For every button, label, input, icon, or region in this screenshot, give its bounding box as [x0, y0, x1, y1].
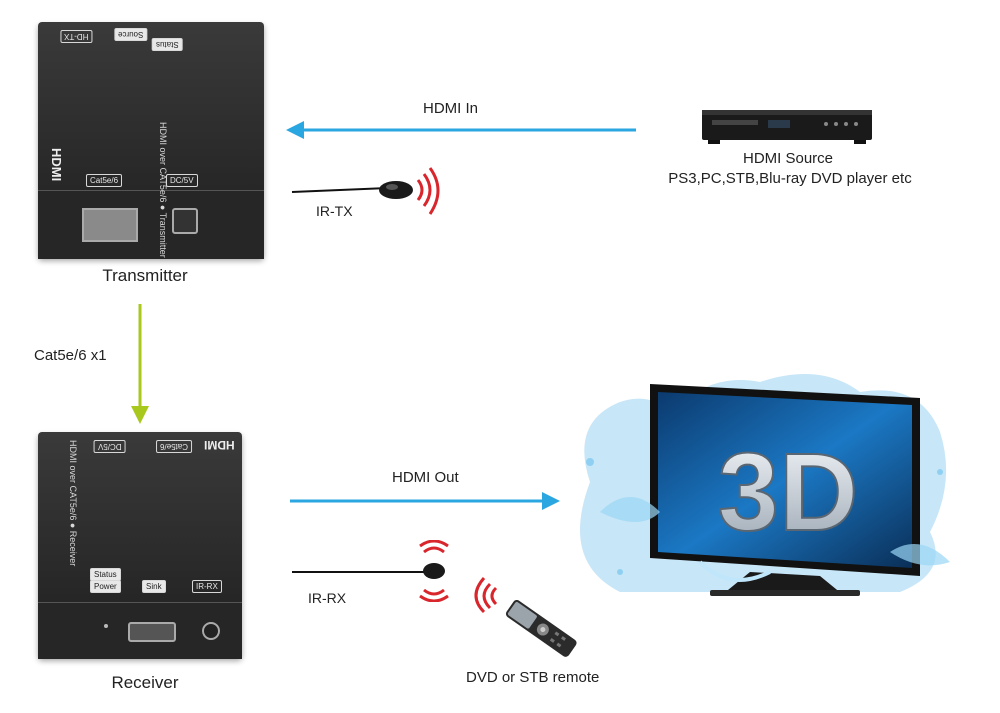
tv-3d-text: 3D — [718, 431, 859, 554]
tv-3d-image: 3D — [580, 374, 950, 596]
hdmi-in-arrow — [286, 121, 636, 139]
receiver-led — [104, 624, 108, 628]
ir-rx-label: IR-RX — [308, 590, 347, 606]
transmitter-port-dc-label: DC/5V — [166, 174, 198, 187]
receiver-tag-cat: Cat5e/6 — [156, 440, 193, 453]
ir-tx-cable — [291, 187, 389, 193]
receiver-device: DC/5V Cat5e/6 HDMI HDMI over CAT5e/6 ● R… — [38, 432, 242, 659]
transmitter-side-text: HDMI over CAT5e/6 ● Transmitter — [158, 122, 168, 258]
transmitter-tag-status: Status — [152, 38, 183, 51]
transmitter-device: HD-TX Source Status HDMI over CAT5e/6 ● … — [38, 22, 264, 259]
transmitter-label: Transmitter — [102, 266, 188, 285]
hdmi-out-label: HDMI Out — [392, 469, 459, 486]
receiver-ir-jack — [202, 622, 220, 640]
ir-rx-cable — [292, 571, 426, 573]
transmitter-front-panel — [38, 190, 264, 259]
transmitter-tag-hdtx: HD-TX — [60, 30, 93, 43]
receiver-tag-power: Power — [90, 580, 121, 593]
hdmi-source-title: HDMI Source — [742, 150, 834, 167]
receiver-hdmi-logo: HDMI — [204, 438, 235, 452]
hdmi-source-desc: PS3,PC,STB,Blu-ray DVD player etc — [668, 170, 912, 187]
receiver-hdmi-port — [128, 622, 176, 642]
transmitter-tag-source: Source — [114, 28, 148, 41]
hdmi-in-label: HDMI In — [423, 100, 479, 117]
dvd-player-icon — [702, 110, 872, 144]
receiver-tag-irrx: IR-RX — [192, 580, 222, 593]
receiver-tag-sink: Sink — [142, 580, 166, 593]
ir-tx-emitter-icon — [379, 167, 440, 215]
receiver-tag-dc: DC/5V — [94, 440, 126, 453]
remote-control-icon — [505, 599, 577, 657]
ir-rx-receiver-icon — [419, 540, 449, 602]
ir-tx-label: IR-TX — [316, 203, 353, 219]
receiver-side-text: HDMI over CAT5e/6 ● Receiver — [68, 440, 78, 567]
transmitter-hdmi-logo: HDMI — [49, 148, 64, 182]
remote-waves-icon — [474, 577, 498, 614]
cat-cable-arrow — [131, 304, 149, 424]
remote-label: DVD or STB remote — [466, 669, 600, 686]
transmitter-dc-port — [172, 208, 198, 234]
cat-cable-label: Cat5e/6 x1 — [34, 347, 107, 364]
transmitter-port-cat-label: Cat5e/6 — [86, 174, 123, 187]
receiver-label: Receiver — [111, 673, 179, 692]
transmitter-rj45-port — [82, 208, 138, 242]
hdmi-out-arrow — [290, 492, 560, 510]
